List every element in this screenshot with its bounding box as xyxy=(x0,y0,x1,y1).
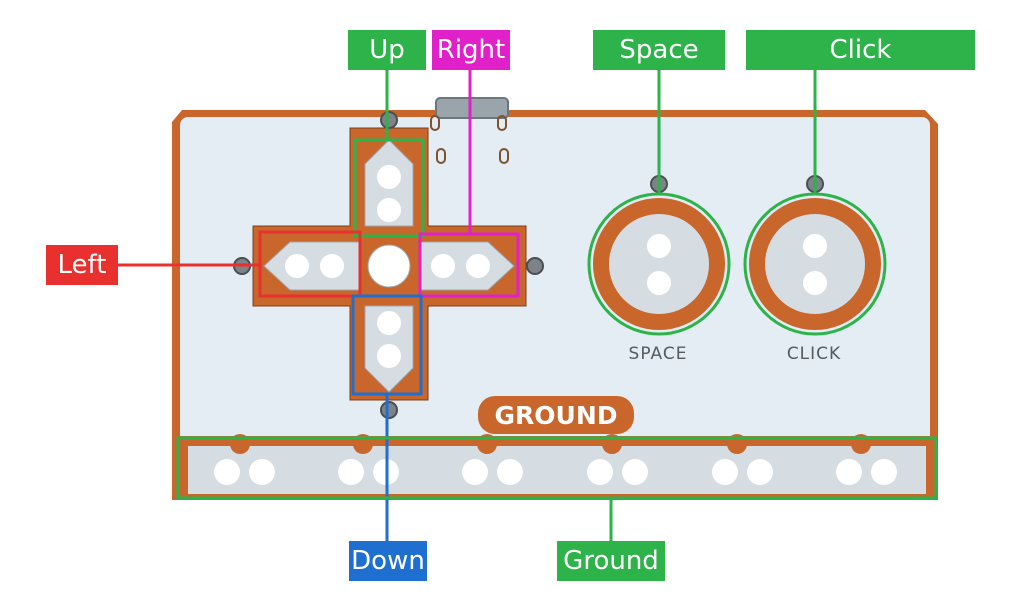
silk-space: SPACE xyxy=(629,344,688,364)
slot xyxy=(499,148,509,164)
silk-ground: GROUND xyxy=(495,401,618,430)
label-right: Right xyxy=(432,30,510,70)
label-down: Down xyxy=(349,541,427,581)
dpad-holes xyxy=(285,165,490,368)
ground-strip xyxy=(188,446,926,494)
label-left: Left xyxy=(46,245,118,285)
label-up: Up xyxy=(348,30,426,70)
space-pad-inner xyxy=(609,214,709,314)
click-pad-inner xyxy=(765,214,865,314)
label-click: Click xyxy=(746,30,975,70)
ground-highlight xyxy=(176,436,938,500)
slot xyxy=(430,115,440,131)
usb-connector xyxy=(435,97,509,119)
label-space: Space xyxy=(593,30,725,70)
label-ground: Ground xyxy=(557,541,665,581)
dpad-center xyxy=(367,244,411,288)
ground-holes xyxy=(214,459,897,485)
slot xyxy=(436,148,446,164)
click-hole xyxy=(803,234,827,258)
click-hole xyxy=(803,271,827,295)
slot xyxy=(497,115,507,131)
silk-click: CLICK xyxy=(787,344,841,364)
space-hole xyxy=(647,234,671,258)
screws xyxy=(233,111,824,419)
up-highlight xyxy=(353,138,425,238)
space-hole xyxy=(647,271,671,295)
ground-tab xyxy=(478,396,634,434)
